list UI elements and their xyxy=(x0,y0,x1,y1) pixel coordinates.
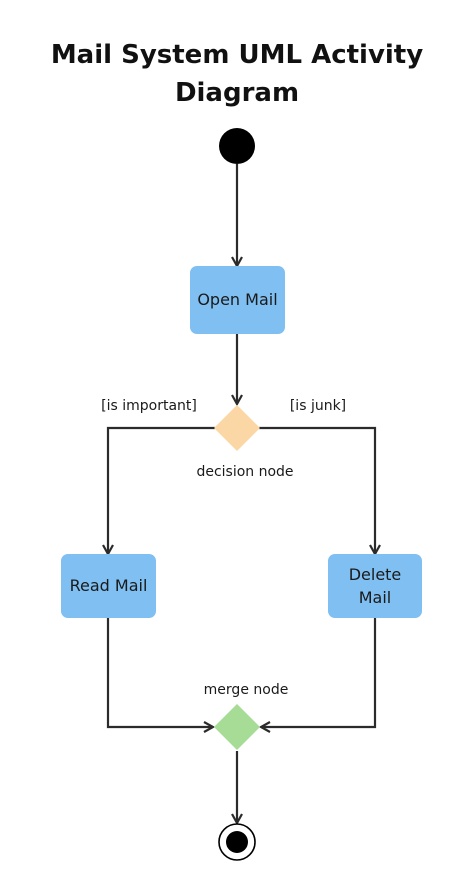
merge-node-label: merge node xyxy=(204,682,289,698)
merge-node xyxy=(214,704,260,750)
final-node xyxy=(218,823,256,861)
action-read-mail-label: Read Mail xyxy=(70,576,148,595)
guard-is-important: [is important] xyxy=(101,398,197,414)
action-delete-mail: Delete Mail xyxy=(328,554,422,618)
edge-decision-to-delete-mail xyxy=(259,426,375,554)
edge-delete-mail-to-merge xyxy=(261,618,377,727)
decision-node xyxy=(214,405,260,451)
action-delete-mail-label-line1: Delete xyxy=(349,565,402,584)
diagram-title-line2: Diagram xyxy=(174,78,300,108)
edge-read-mail-to-merge xyxy=(106,618,213,727)
guard-is-junk: [is junk] xyxy=(290,398,346,414)
diagram-title-line1: Mail System UML Activity xyxy=(50,40,424,70)
action-open-mail-label: Open Mail xyxy=(197,290,277,309)
action-delete-mail-label-line2: Mail xyxy=(359,588,392,607)
diagram-title: Mail System UML Activity Diagram xyxy=(0,36,474,112)
edge-decision-to-read-mail xyxy=(108,426,215,554)
action-read-mail: Read Mail xyxy=(61,554,156,618)
action-open-mail: Open Mail xyxy=(190,266,285,334)
initial-node xyxy=(219,128,255,164)
decision-node-label: decision node xyxy=(196,464,293,480)
